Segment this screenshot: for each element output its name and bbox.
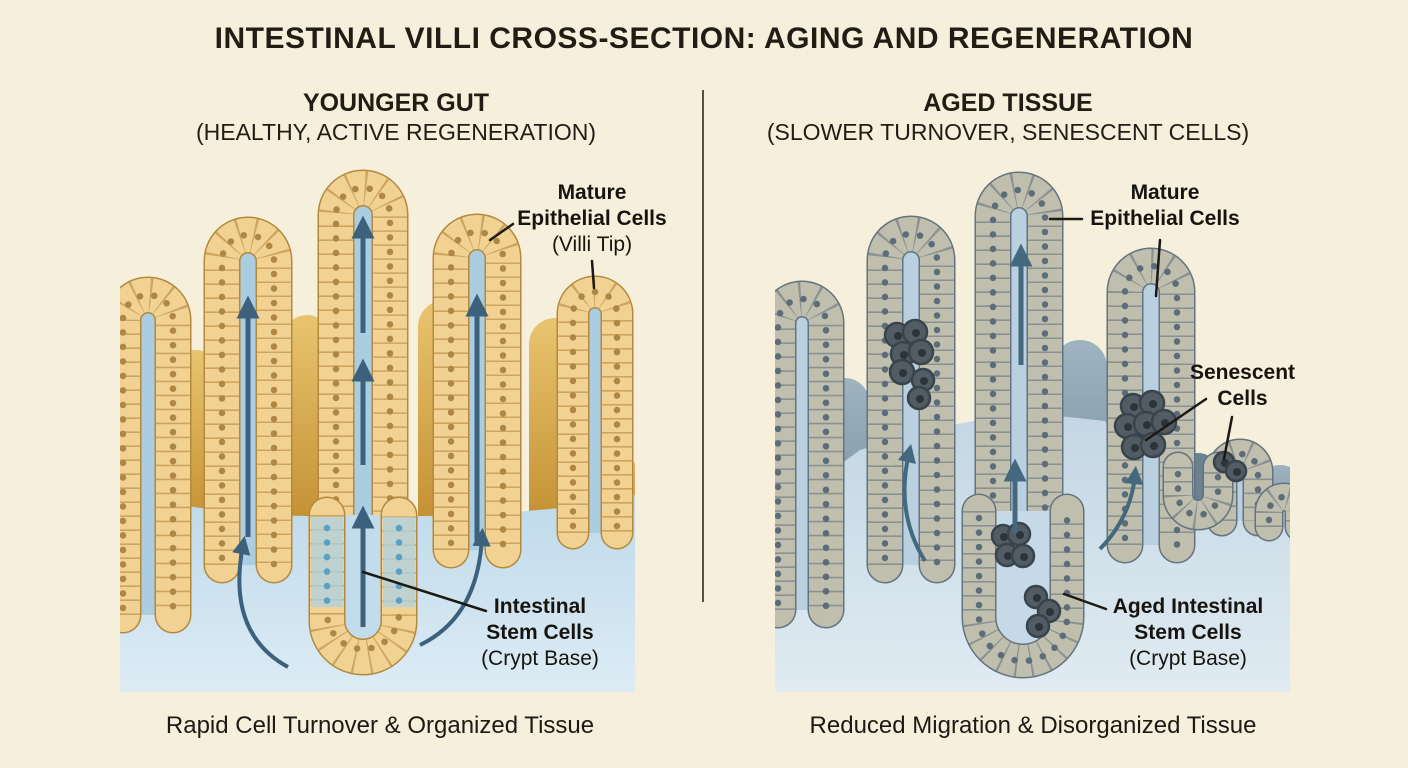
label-intestinal-stem-cells: Intestinal Stem Cells (Crypt Base) bbox=[440, 594, 640, 672]
left-panel-heading-sub: (HEALTHY, ACTIVE REGENERATION) bbox=[195, 119, 597, 145]
left-panel-caption: Rapid Cell Turnover & Organized Tissue bbox=[165, 712, 595, 739]
label-line: (Villi Tip) bbox=[551, 233, 633, 256]
label-line: (Crypt Base) bbox=[481, 647, 599, 670]
left-panel-heading: YOUNGER GUT (HEALTHY, ACTIVE REGENERATIO… bbox=[121, 88, 671, 147]
page-title: INTESTINAL VILLI CROSS-SECTION: AGING AN… bbox=[214, 22, 1194, 55]
label-line: Senescent bbox=[1189, 361, 1296, 384]
panel-divider bbox=[702, 90, 704, 602]
left-panel-heading-main: YOUNGER GUT bbox=[302, 89, 490, 117]
right-panel-caption: Reduced Migration & Disorganized Tissue bbox=[809, 712, 1257, 739]
label-line: (Crypt Base) bbox=[1129, 647, 1247, 670]
label-mature-epithelial-left: Mature Epithelial Cells (Villi Tip) bbox=[492, 180, 692, 258]
label-line: Mature bbox=[557, 181, 627, 204]
label-line: Epithelial Cells bbox=[517, 207, 667, 230]
right-panel-heading: AGED TISSUE (SLOWER TURNOVER, SENESCENT … bbox=[733, 88, 1283, 147]
label-line: Mature bbox=[1130, 181, 1200, 204]
label-line: Intestinal bbox=[493, 595, 587, 618]
label-mature-epithelial-right: Mature Epithelial Cells bbox=[1063, 180, 1267, 232]
right-panel-heading-sub: (SLOWER TURNOVER, SENESCENT CELLS) bbox=[766, 119, 1250, 145]
label-line: Stem Cells bbox=[1134, 621, 1242, 644]
left-villi-illustration bbox=[120, 169, 635, 692]
label-line: Cells bbox=[1217, 387, 1268, 410]
right-panel-heading-main: AGED TISSUE bbox=[923, 89, 1093, 117]
label-senescent-cells: Senescent Cells bbox=[1150, 360, 1335, 412]
label-line: Epithelial Cells bbox=[1090, 207, 1240, 230]
label-aged-stem-cells: Aged Intestinal Stem Cells (Crypt Base) bbox=[1076, 594, 1300, 672]
label-line: Stem Cells bbox=[486, 621, 594, 644]
label-line: Aged Intestinal bbox=[1112, 595, 1264, 618]
